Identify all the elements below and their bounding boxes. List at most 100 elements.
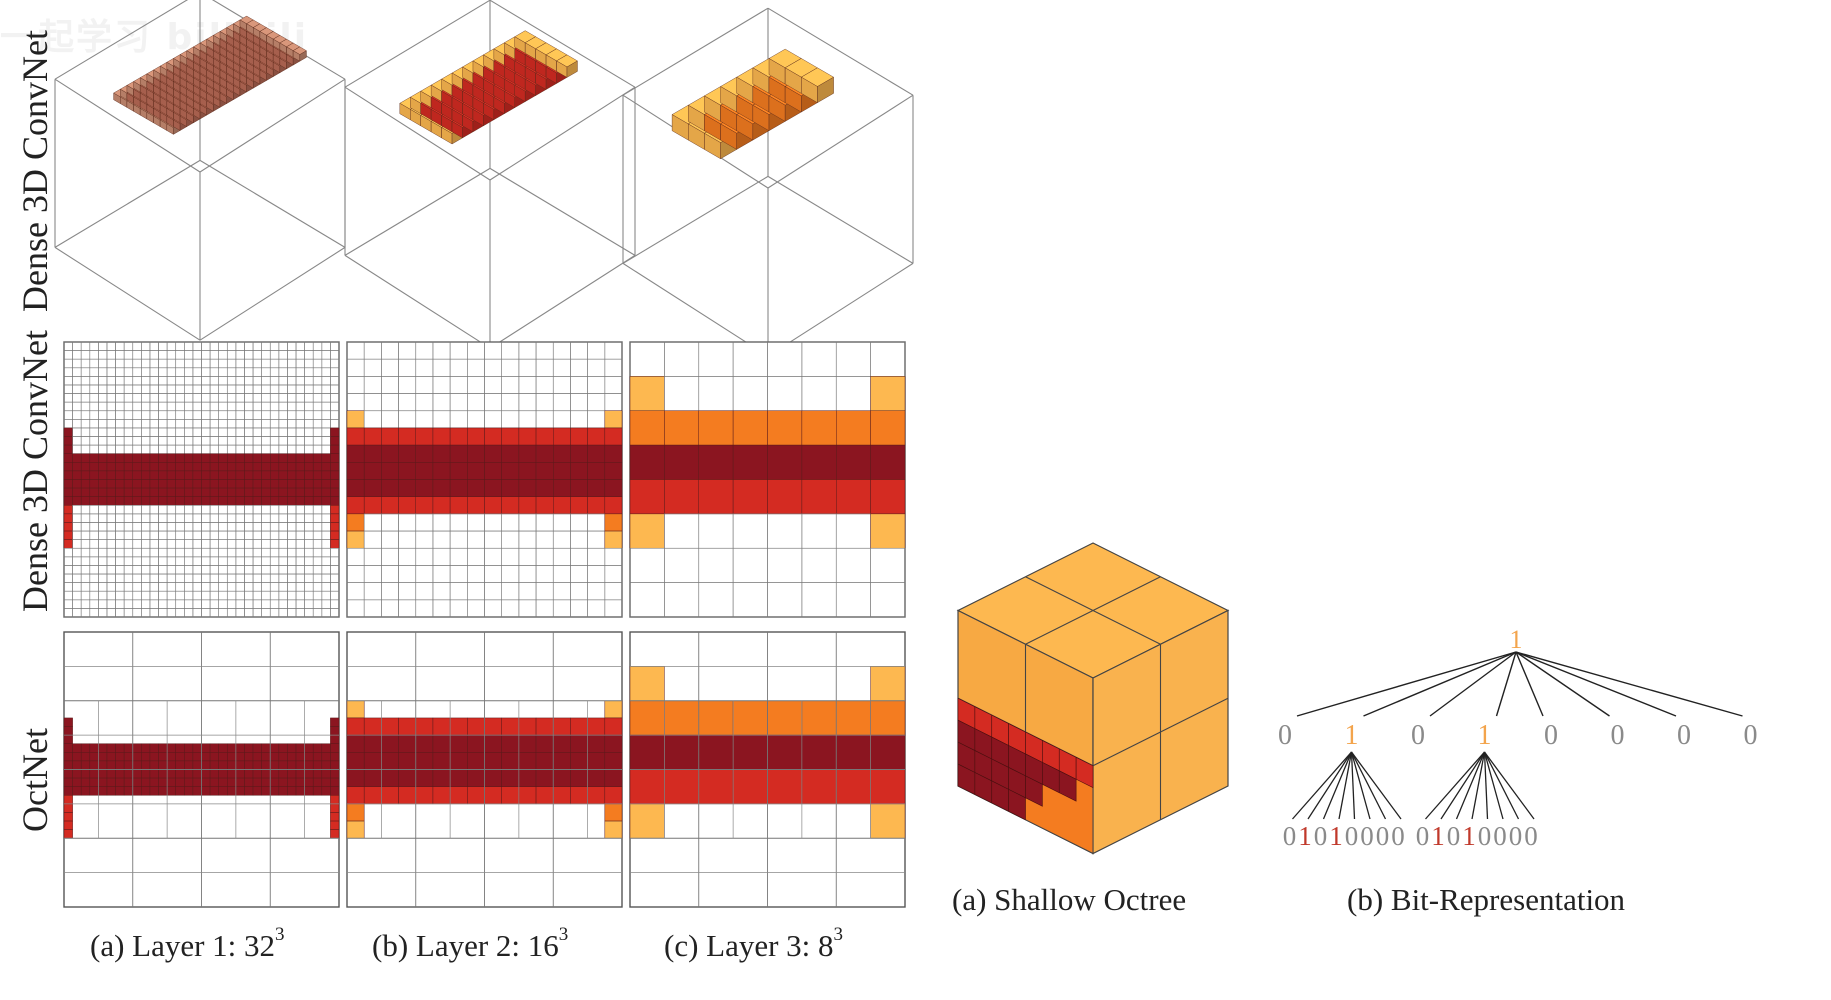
- voxel-cell: [346, 752, 365, 770]
- voxel-cell: [604, 734, 623, 753]
- voxel-cell: [261, 769, 271, 779]
- voxel-cell: [604, 462, 623, 480]
- voxel-cell: [141, 786, 151, 796]
- voxel-cell: [63, 717, 73, 727]
- voxel-cell: [629, 803, 665, 839]
- voxel-cell: [801, 444, 837, 480]
- voxel-cell: [535, 427, 554, 446]
- voxel-cell: [175, 479, 185, 489]
- voxel-cell: [106, 752, 116, 762]
- voxel-cell: [381, 752, 399, 770]
- voxel-cell: [467, 786, 485, 805]
- voxel-cell: [201, 470, 211, 480]
- voxel-cell: [115, 462, 125, 472]
- voxel-cell: [295, 769, 305, 779]
- voxel-cell: [218, 786, 228, 796]
- voxel-cell: [89, 743, 99, 753]
- voxel-cell: [63, 522, 73, 532]
- voxel-cell: [235, 752, 245, 762]
- voxel-cell: [398, 786, 416, 805]
- voxel-cell: [192, 496, 202, 506]
- voxel-cell: [698, 410, 734, 446]
- voxel-cell: [732, 769, 768, 805]
- voxel-cell: [398, 734, 416, 753]
- voxel-cell: [287, 487, 297, 497]
- voxel-cell: [321, 743, 331, 753]
- box-edge: [344, 254, 491, 349]
- voxel-cell: [330, 760, 340, 770]
- octree-split: [1025, 576, 1161, 645]
- voxel-cell: [698, 769, 734, 805]
- voxel-cell: [166, 453, 176, 463]
- voxel-cell: [363, 496, 382, 515]
- voxel-cell: [192, 760, 202, 770]
- voxel-cell: [98, 462, 108, 472]
- voxel-cell: [484, 444, 502, 463]
- voxel-cell: [166, 479, 176, 489]
- voxel-cell: [63, 760, 73, 770]
- voxel-cell: [587, 769, 606, 787]
- voxel-cell: [149, 769, 159, 779]
- voxel-cell: [244, 752, 254, 762]
- voxel-cell: [287, 496, 297, 506]
- grid-panel-row3-col1: [63, 631, 340, 908]
- voxel-cell: [346, 700, 365, 719]
- voxel-cell: [629, 410, 665, 446]
- voxel-cell: [227, 760, 237, 770]
- voxel-cell: [312, 462, 323, 472]
- voxel-cell: [381, 462, 399, 480]
- voxel-cell: [664, 700, 699, 736]
- voxel-cell: [295, 453, 305, 463]
- voxel-cell: [227, 769, 237, 779]
- voxel-cell: [604, 410, 623, 429]
- voxel-cell: [467, 462, 485, 480]
- voxel-cell: [449, 734, 468, 753]
- voxel-cell: [158, 462, 168, 472]
- voxel-cell: [201, 462, 211, 472]
- voxel-cell: [192, 743, 202, 753]
- box-edge: [489, 86, 636, 181]
- voxel-cell: [449, 479, 468, 497]
- voxel-cell: [398, 769, 416, 787]
- voxel-cell: [604, 769, 623, 787]
- voxel-cell: [141, 496, 151, 506]
- voxel-cell: [132, 777, 142, 787]
- tree-edge: [1515, 651, 1677, 717]
- voxel-cell: [330, 470, 340, 480]
- voxel-cell: [467, 444, 485, 463]
- voxel-cell: [535, 717, 554, 736]
- voxel-cell: [244, 462, 254, 472]
- voxel-cell: [467, 479, 485, 497]
- voxel-cell: [415, 752, 434, 770]
- voxel-cell: [201, 487, 211, 497]
- voxel-cell: [141, 760, 151, 770]
- voxel-cell: [98, 752, 108, 762]
- voxel-cell: [330, 427, 340, 437]
- voxel-cell: [63, 470, 73, 480]
- voxel-cell: [63, 462, 73, 472]
- voxel-cell: [304, 769, 314, 779]
- voxel-cell: [449, 769, 468, 787]
- voxel-cell: [870, 734, 906, 770]
- voxel-cell: [209, 752, 219, 762]
- bed-voxels: [671, 48, 834, 160]
- voxel-cell: [321, 479, 331, 489]
- voxel-cell: [664, 479, 699, 515]
- voxel-cell: [149, 462, 159, 472]
- voxel-cell: [432, 462, 451, 480]
- bit-level1-digit: 0: [1744, 720, 1758, 751]
- voxel-cell: [604, 427, 623, 446]
- voxel-cell: [346, 530, 365, 549]
- voxel-cell: [330, 487, 340, 497]
- voxel-cell: [415, 427, 434, 446]
- voxel-cell: [72, 743, 82, 753]
- box-edge: [622, 262, 769, 357]
- tree-edge: [1350, 751, 1402, 820]
- voxel-cell: [63, 427, 73, 437]
- voxel-cell: [115, 743, 125, 753]
- voxel-cell: [801, 479, 837, 515]
- voxel-cell: [321, 453, 331, 463]
- voxel-cell: [732, 734, 768, 770]
- voxel-cell: [330, 812, 340, 822]
- voxel-cell: [484, 786, 502, 805]
